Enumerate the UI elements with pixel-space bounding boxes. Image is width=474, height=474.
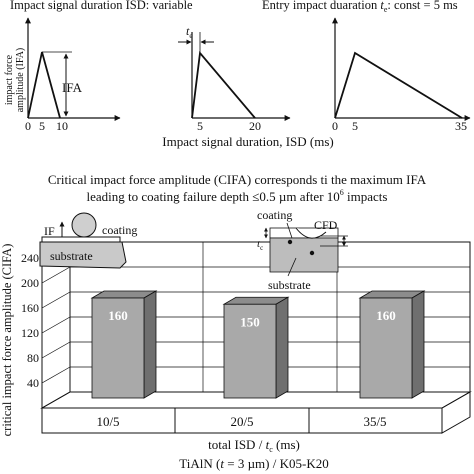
panel2-signal (191, 50, 256, 119)
panel1-signal (27, 51, 61, 119)
y-tick-label: 160 (21, 301, 39, 315)
panel2-tick-5: 5 (197, 119, 203, 133)
panel2-te-label: te (186, 24, 192, 40)
y-tick-label: 200 (21, 276, 39, 290)
if-label: IF (44, 224, 55, 238)
panel3-tick-5: 5 (352, 119, 358, 133)
panel1-tick-10: 10 (56, 119, 68, 133)
indenter-ball-icon (71, 212, 97, 238)
bar-side (411, 290, 425, 399)
particle-dot (287, 239, 293, 245)
chart-x-axis-label: total ISD / tc (ms) (208, 437, 300, 454)
inset-left-substrate-label: substrate (50, 249, 93, 263)
wear-crater (295, 227, 327, 239)
panel2-tick-20: 20 (249, 119, 261, 133)
caption-line-1: Critical impact force amplitude (CIFA) c… (48, 172, 427, 187)
y-tick-label: 120 (21, 326, 39, 340)
inset-right-coating-label: coating (257, 208, 292, 222)
panel1-tick-0: 0 (25, 119, 31, 133)
chart-base-side (441, 391, 471, 434)
top-x-axis-label: Impact signal duration, ISD (ms) (162, 134, 334, 149)
inset-right-substrate-label: substrate (268, 278, 311, 292)
coating-layer (41, 236, 121, 243)
cifa-bar-chart: 40 80 120 160 200 240 160 150 160 10/5 20/5 35/5 (21, 241, 472, 434)
panel1-tick-5: 5 (39, 119, 45, 133)
chart-y-ticks: 40 80 120 160 200 240 (21, 251, 39, 390)
coating-pointer (286, 222, 293, 239)
bar-20-5 (223, 303, 277, 399)
inset-crater-cfd: coating CFD tc substrate (257, 208, 348, 292)
gridline-side (41, 316, 71, 334)
signal-panel-1: IFA 0 5 10 (25, 17, 121, 133)
y-tick-label: 80 (27, 351, 39, 365)
y-tick-label: 240 (21, 251, 39, 265)
panel3-signal (334, 51, 463, 119)
chart-bars: 160 150 160 (90, 290, 426, 399)
gridline-side (41, 266, 71, 284)
left-heading: Impact signal duration ISD: variable (10, 0, 193, 12)
bar-35-5 (359, 297, 413, 399)
signal-panel-3: 0 5 35 (332, 17, 471, 133)
category-label: 20/5 (230, 414, 253, 429)
category-label: 35/5 (363, 414, 386, 429)
inset-ball-on-coating: IF coating substrate (39, 212, 137, 269)
ifa-axis-label-line2: amplitude (IFA) (15, 48, 26, 113)
panel3-tick-0: 0 (332, 119, 338, 133)
bar-value-label: 160 (376, 308, 396, 323)
substrate-pointer (287, 257, 297, 277)
particle-dot (309, 250, 315, 256)
panel3-tick-35: 35 (455, 119, 467, 133)
gridline-side (41, 291, 71, 309)
y-tick-label: 40 (27, 376, 39, 390)
bar-side (143, 290, 157, 399)
chart-y-axis-label: critical impact force amplitude (CIFA) (0, 244, 14, 437)
signal-panel-2: te 5 20 (178, 24, 291, 133)
bar-side (275, 296, 289, 399)
chart-categories: 10/5 20/5 35/5 (96, 414, 386, 429)
inset-substrate-block (269, 237, 339, 273)
ifa-label: IFA (62, 80, 83, 95)
bar-10-5 (91, 297, 145, 399)
bar-value-label: 150 (240, 314, 260, 329)
right-heading: Entry impact duaration te: const = 5 ms (262, 0, 458, 14)
inset-left-coating-label: coating (102, 223, 137, 237)
gridline-side (41, 341, 71, 359)
substrate-block (39, 241, 127, 269)
gridline-side (41, 366, 71, 384)
bar-value-label: 160 (108, 308, 128, 323)
category-label: 10/5 (96, 414, 119, 429)
caption-line-2: leading to coating failure depth ≤0.5 µm… (87, 188, 388, 204)
cfd-label: CFD (314, 218, 338, 232)
inset-tc-label: tc (257, 238, 263, 252)
ifa-axis-label-line1: impact force (4, 54, 15, 105)
material-caption: TiAlN (t = 3 µm) / K05-K20 (179, 456, 328, 471)
